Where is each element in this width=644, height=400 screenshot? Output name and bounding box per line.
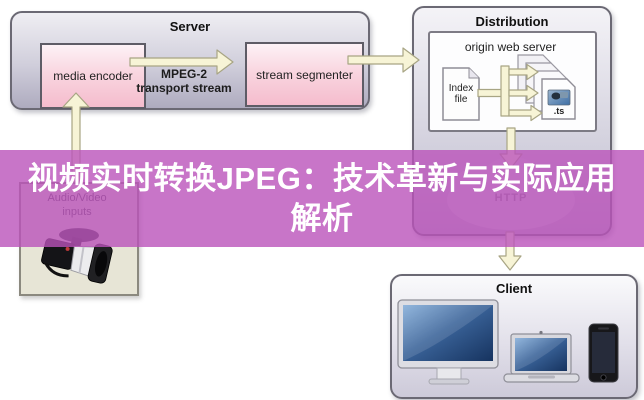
media-encoder-box: media encoder: [40, 43, 146, 109]
server-title: Server: [169, 19, 211, 34]
stream-segmenter-label: stream segmenter: [256, 67, 353, 82]
title-banner-overlay: 视频实时转换JPEG：技术革新与实际应用 解析: [0, 150, 644, 247]
origin-web-server-title: origin web server: [464, 40, 557, 54]
media-encoder-label: media encoder: [53, 69, 133, 83]
client-panel: Client: [390, 274, 638, 399]
distribution-title: Distribution: [475, 14, 549, 29]
client-title: Client: [495, 281, 533, 296]
banner-title-line1: 视频实时转换JPEG：技术革新与实际应用: [27, 160, 617, 196]
mpeg2-label: MPEG-2 transport stream: [136, 67, 232, 95]
server-panel: Server media encoder stream segmenter: [10, 11, 370, 110]
banner-title-line2: 解析: [290, 200, 354, 236]
ts-file-label: .ts: [553, 106, 565, 116]
stream-segmenter-box: stream segmenter: [245, 42, 364, 107]
index-file-label: Index file: [448, 83, 474, 105]
